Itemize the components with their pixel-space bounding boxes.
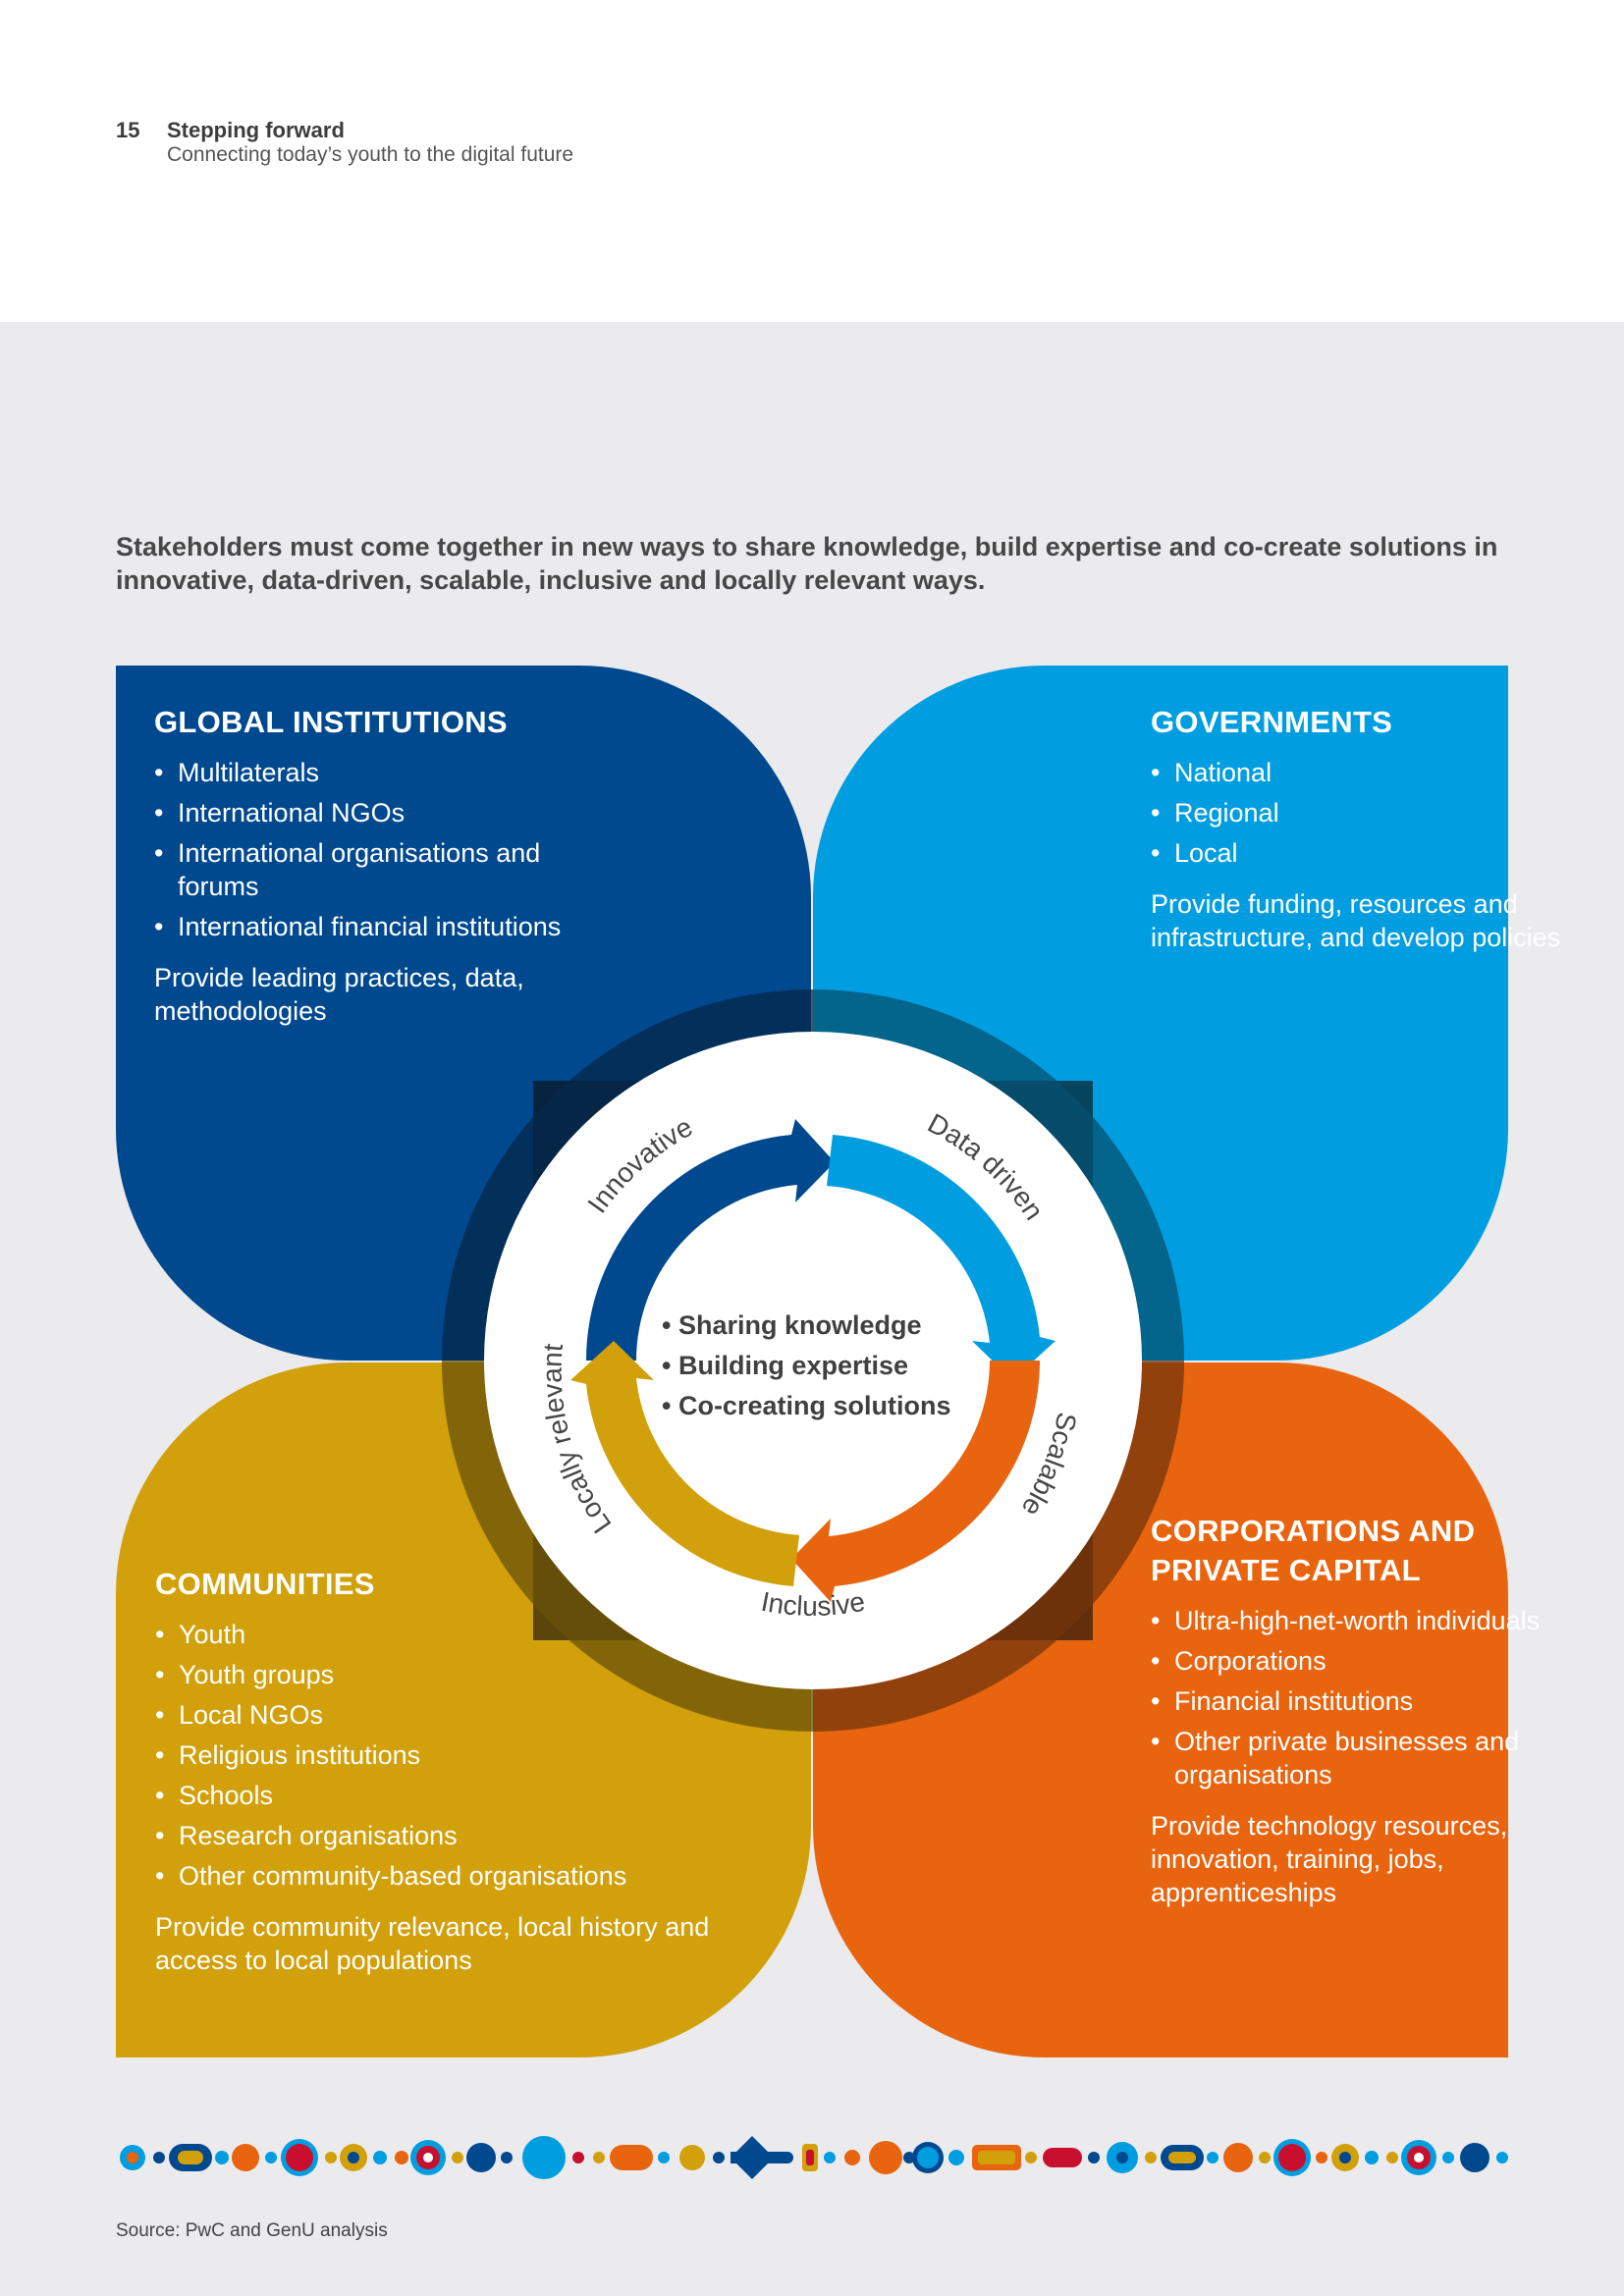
document-subtitle: Connecting today’s youth to the digital … [167,143,574,166]
list-item: International NGOs [154,796,586,829]
governments-role: Provide funding, resources and infrastru… [1151,889,1561,952]
scalable-arrow [791,1361,1040,1602]
list-item: Youth [155,1618,744,1651]
global-institutions-block: GLOBAL INSTITUTIONS Multilaterals Intern… [154,703,586,1028]
list-item: Other private businesses and organisatio… [1151,1725,1583,1791]
list-item: Local [1151,836,1573,870]
list-item: Youth groups [155,1658,744,1691]
intro-text: Stakeholders must come together in new w… [116,532,1498,595]
cycle-label-inclusive: Inclusive [759,1586,868,1622]
global-institutions-title: GLOBAL INSTITUTIONS [154,705,508,739]
list-item: Religious institutions [155,1738,744,1772]
governments-block: GOVERNMENTS National Regional Local Prov… [1151,703,1573,954]
communities-role: Provide community relevance, local histo… [155,1912,710,1975]
data-driven-arrow [827,1135,1056,1380]
corporations-title: CORPORATIONS AND PRIVATE CAPITAL [1151,1514,1476,1587]
list-item: Regional [1151,796,1573,829]
global-institutions-list: Multilaterals International NGOs Interna… [154,756,586,943]
corporations-block: CORPORATIONS AND PRIVATE CAPITAL Ultra-h… [1151,1512,1583,1909]
locally-relevant-arrow [570,1341,799,1586]
list-item: Financial institutions [1151,1684,1583,1718]
corporations-list: Ultra-high-net-worth individuals Corpora… [1151,1604,1583,1791]
communities-block: COMMUNITIES Youth Youth groups Local NGO… [155,1565,744,1977]
list-item: Ultra-high-net-worth individuals [1151,1604,1583,1637]
list-item: Research organisations [155,1819,744,1852]
page-header: 15 Stepping forward Connecting today’s y… [116,114,901,173]
list-item: National [1151,756,1573,789]
center-item: • Co-creating solutions [662,1391,951,1420]
list-item: International financial institutions [154,910,586,943]
cycle-disc [484,1032,1142,1689]
list-item: Corporations [1151,1644,1583,1678]
document-title: Stepping forward [167,118,345,142]
list-item: Multilaterals [154,756,586,789]
decorative-dots-strip [120,2136,1508,2179]
cycle-center-list: • Sharing knowledge • Building expertise… [662,1306,986,1426]
source-note: Source: PwC and GenU analysis [116,2220,388,2241]
innovative-arrow [585,1119,835,1361]
list-item: Local NGOs [155,1698,744,1732]
governments-title: GOVERNMENTS [1151,705,1393,739]
page-number: 15 [116,118,140,142]
global-institutions-role: Provide leading practices, data, methodo… [154,963,524,1026]
list-item: Other community-based organisations [155,1859,744,1893]
governments-list: National Regional Local [1151,756,1573,870]
list-item: International organisations and forums [154,836,586,903]
corporations-role: Provide technology resources, innovation… [1151,1811,1508,1907]
communities-list: Youth Youth groups Local NGOs Religious … [155,1618,744,1893]
communities-title: COMMUNITIES [155,1567,375,1601]
list-item: Schools [155,1779,744,1812]
center-item: • Building expertise [662,1351,909,1380]
center-item: • Sharing knowledge [662,1310,922,1340]
